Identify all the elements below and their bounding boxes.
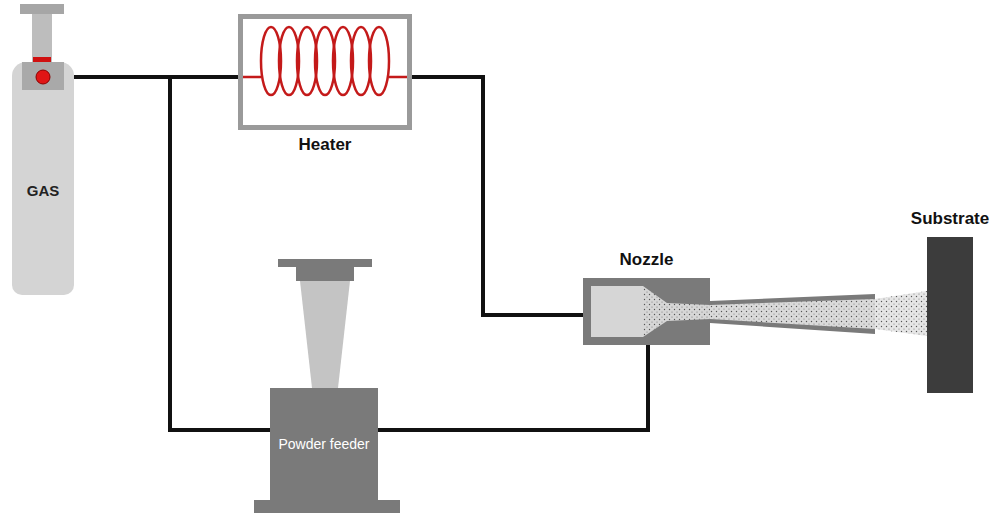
nozzle-label: Nozzle	[620, 250, 674, 270]
heater-label: Heater	[299, 135, 352, 155]
gas-cylinder: GAS	[12, 62, 74, 295]
valve	[12, 62, 74, 102]
spray-particles	[875, 291, 927, 336]
spray-plume	[875, 291, 927, 336]
heating-coil	[243, 19, 407, 125]
coil-turn	[369, 27, 389, 95]
powder-feeder-box: Powder feeder	[270, 388, 378, 500]
barrel-bore	[710, 299, 875, 329]
powder-flow	[643, 286, 710, 337]
heater-box: Heater	[238, 14, 412, 130]
gas-line	[412, 77, 583, 315]
feeder-base	[254, 500, 400, 513]
nozzle-channel	[583, 278, 710, 345]
cylinder-label: GAS	[27, 182, 60, 199]
substrate-label: Substrate	[911, 209, 989, 229]
valve-knob	[36, 70, 50, 84]
gas-line	[378, 345, 648, 430]
feeder-label: Powder feeder	[278, 435, 369, 454]
valve-stem	[32, 14, 52, 62]
hopper-collar	[296, 267, 354, 281]
powder-hopper	[300, 281, 350, 388]
valve-cap	[20, 4, 64, 14]
gas-chamber	[591, 286, 710, 337]
valve-body	[22, 62, 64, 90]
nozzle-body: Nozzle	[583, 278, 710, 345]
substrate-plate: Substrate	[927, 237, 973, 393]
particle-stream	[710, 299, 875, 329]
hopper-lid	[278, 259, 372, 267]
coil-lead	[243, 76, 407, 79]
nozzle-barrel	[710, 294, 875, 334]
